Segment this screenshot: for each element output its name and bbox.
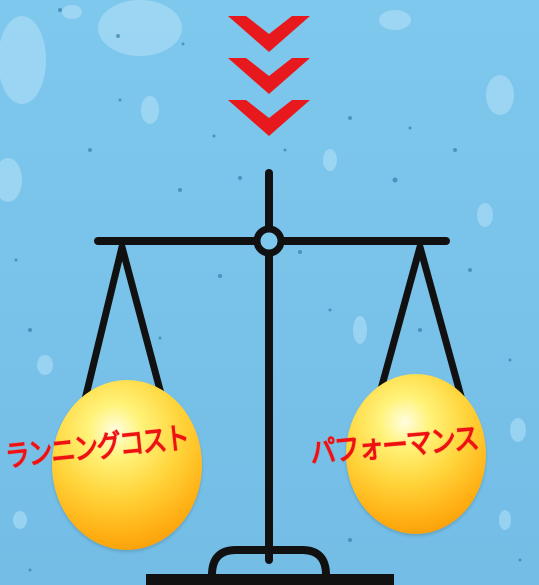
left-weight-ball bbox=[52, 380, 202, 550]
right-weight-ball bbox=[346, 374, 486, 534]
